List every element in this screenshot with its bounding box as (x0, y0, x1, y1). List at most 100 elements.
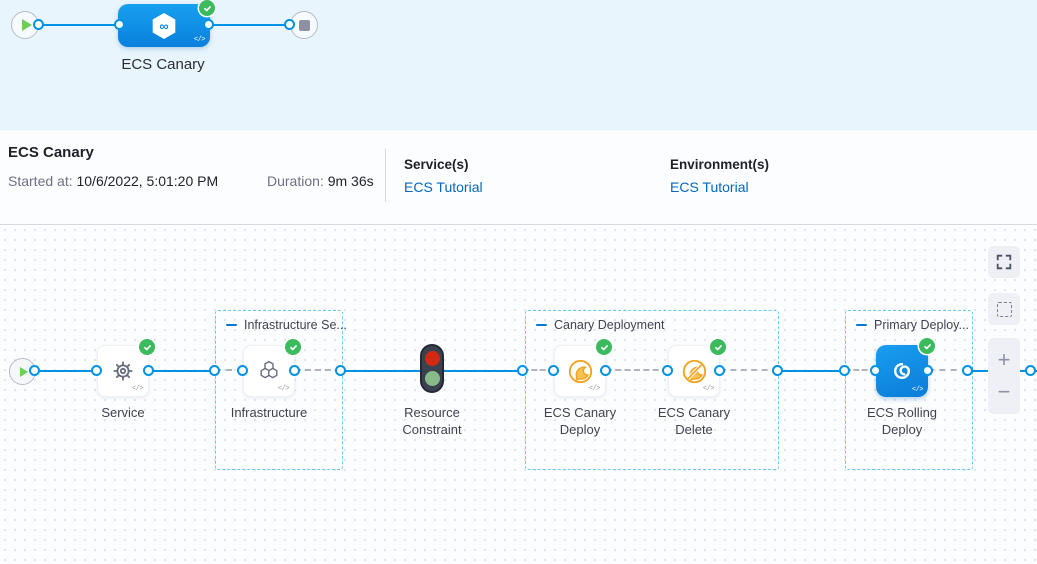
pipeline-edge (341, 370, 424, 372)
check-icon (143, 344, 151, 350)
group-primary-deployment[interactable]: Primary Deploy... (845, 310, 973, 470)
duration-label: Duration: (267, 173, 324, 189)
success-check-badge (919, 338, 935, 354)
environments-block: Environment(s) ECS Tutorial (670, 157, 769, 195)
canary-bird-slash-icon (682, 359, 706, 383)
connector-port (143, 365, 154, 376)
duration-value: 9m 36s (327, 173, 374, 189)
svg-text:∞: ∞ (159, 18, 168, 33)
connector-port (1025, 365, 1036, 376)
traffic-light-red-icon (424, 351, 440, 366)
connector-port (209, 365, 220, 376)
check-icon (289, 344, 297, 350)
canary-bird-icon (568, 359, 592, 383)
play-icon (21, 19, 32, 31)
code-icon: </> (702, 385, 715, 393)
stage-node-ecs-canary[interactable]: ∞ </> (118, 4, 210, 47)
connector-port (548, 365, 559, 376)
marquee-selection-icon (996, 301, 1012, 317)
success-check-badge (199, 0, 215, 16)
connector-port (284, 19, 295, 30)
connector-port (335, 365, 346, 376)
connector-port (714, 365, 725, 376)
check-icon (600, 344, 608, 350)
connector-port (662, 365, 673, 376)
group-title: Infrastructure Se... (244, 318, 347, 332)
environments-label: Environment(s) (670, 157, 770, 172)
services-block: Service(s) ECS Tutorial (404, 157, 483, 195)
group-header: Infrastructure Se... (226, 318, 347, 332)
connector-port (29, 365, 40, 376)
gear-icon (113, 361, 133, 381)
code-icon: </> (193, 36, 206, 44)
pipeline-edge (35, 370, 97, 372)
services-link[interactable]: ECS Tutorial (404, 179, 483, 195)
pipeline-edge (778, 370, 845, 372)
check-icon (923, 343, 931, 349)
success-check-badge (710, 339, 726, 355)
step-label: ECS Rolling Deploy (866, 405, 938, 437)
connector-port (772, 365, 783, 376)
connector-port (922, 365, 933, 376)
connector-port (33, 19, 44, 30)
check-icon (203, 5, 211, 11)
step-label: ECS Canary Delete (657, 405, 731, 437)
services-label: Service(s) (404, 157, 469, 172)
connector-port (839, 365, 850, 376)
play-icon (19, 366, 28, 377)
marquee-selection-button[interactable] (988, 293, 1020, 325)
pipeline-edge-dashed (295, 369, 341, 371)
ecs-rolling-icon (894, 363, 911, 379)
step-node-service[interactable]: </> (97, 339, 155, 397)
pipeline-edge (39, 24, 120, 26)
stage-label: ECS Canary (121, 56, 205, 73)
pipeline-edge (440, 370, 523, 372)
group-canary-deployment[interactable]: Canary Deployment (525, 310, 779, 470)
step-node-ecs-canary-deploy[interactable]: </> (554, 339, 612, 397)
connector-port (517, 365, 528, 376)
success-check-badge (285, 339, 301, 355)
pipeline-edge-dashed (845, 369, 876, 371)
pipeline-edge-dashed (606, 369, 668, 371)
group-title: Canary Deployment (554, 318, 665, 332)
step-node-infrastructure[interactable]: </> (243, 339, 301, 397)
collapse-minus-icon[interactable] (536, 323, 547, 327)
environments-link[interactable]: ECS Tutorial (670, 179, 749, 195)
step-node-ecs-canary-delete[interactable]: </> (668, 339, 726, 397)
group-header: Canary Deployment (536, 318, 664, 332)
pipeline-edge-dashed (523, 369, 554, 371)
connector-port (289, 365, 300, 376)
step-label: Resource Constraint (402, 405, 462, 437)
divider (385, 148, 386, 202)
step-label: Service (101, 405, 145, 420)
duration: Duration: 9m 36s (267, 173, 374, 189)
success-check-badge (596, 339, 612, 355)
connector-port (91, 365, 102, 376)
group-title: Primary Deploy... (874, 318, 969, 332)
pipeline-edge-dashed (928, 369, 968, 371)
started-at-value: 10/6/2022, 5:01:20 PM (76, 173, 219, 189)
stop-icon (298, 19, 310, 31)
group-infrastructure-section[interactable]: Infrastructure Se... (215, 310, 347, 470)
connector-port (203, 19, 214, 30)
started-at-label: Started at: (8, 173, 73, 189)
fullscreen-button[interactable] (988, 246, 1020, 278)
step-node-resource-constraint[interactable] (420, 344, 444, 393)
execution-graph-canvas[interactable]: Infrastructure Se... Canary Deployment P… (0, 225, 1037, 564)
check-icon (714, 344, 722, 350)
traffic-light-green-icon (424, 371, 440, 386)
step-node-ecs-rolling-deploy[interactable]: </> (876, 338, 935, 397)
zoom-out-button[interactable]: − (997, 379, 1011, 405)
code-icon: </> (131, 385, 144, 393)
collapse-minus-icon[interactable] (856, 323, 867, 327)
connector-port (962, 365, 973, 376)
zoom-in-button[interactable]: + (997, 346, 1011, 372)
zoom-controls: + − (988, 338, 1020, 414)
fullscreen-icon (996, 254, 1012, 270)
connector-port (600, 365, 611, 376)
started-at: Started at: 10/6/2022, 5:01:20 PM (8, 173, 218, 189)
hexagons-icon (260, 360, 278, 379)
group-header: Primary Deploy... (856, 318, 969, 332)
code-icon: </> (588, 385, 601, 393)
collapse-minus-icon[interactable] (226, 323, 237, 327)
